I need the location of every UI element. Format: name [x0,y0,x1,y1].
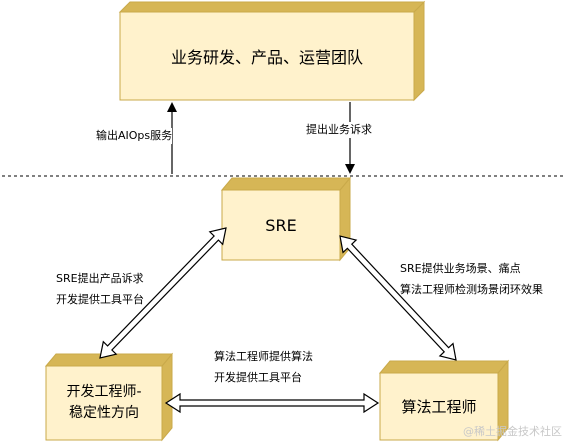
double-arrow-dev-algo [164,392,380,414]
double-arrow-sre-algo [339,235,457,361]
label-bottom-edge: 算法工程师提供算法 开发提供工具平台 [214,350,313,384]
label-business-demand: 提出业务诉求 [306,122,372,138]
dev-box-label: 开发工程师- 稳定性方向 [66,384,142,421]
label-right-edge: SRE提供业务场景、痛点 算法工程师检测场景闭环效果 [400,262,543,296]
double-arrow-sre-dev [99,227,227,359]
box-dev[interactable] [44,352,174,442]
watermark: @稀土掘金技术社区 [463,425,562,438]
label-output-aiops: 输出AIOps服务 [96,128,173,144]
sre-box-label: SRE [265,215,297,235]
algo-box-label: 算法工程师 [401,398,477,416]
top-box-label: 业务研发、产品、运营团队 [170,48,363,67]
box-top-team[interactable] [118,0,426,102]
label-left-edge: SRE提出产品诉求 开发提供工具平台 [56,272,144,306]
box-algo[interactable] [378,359,510,442]
